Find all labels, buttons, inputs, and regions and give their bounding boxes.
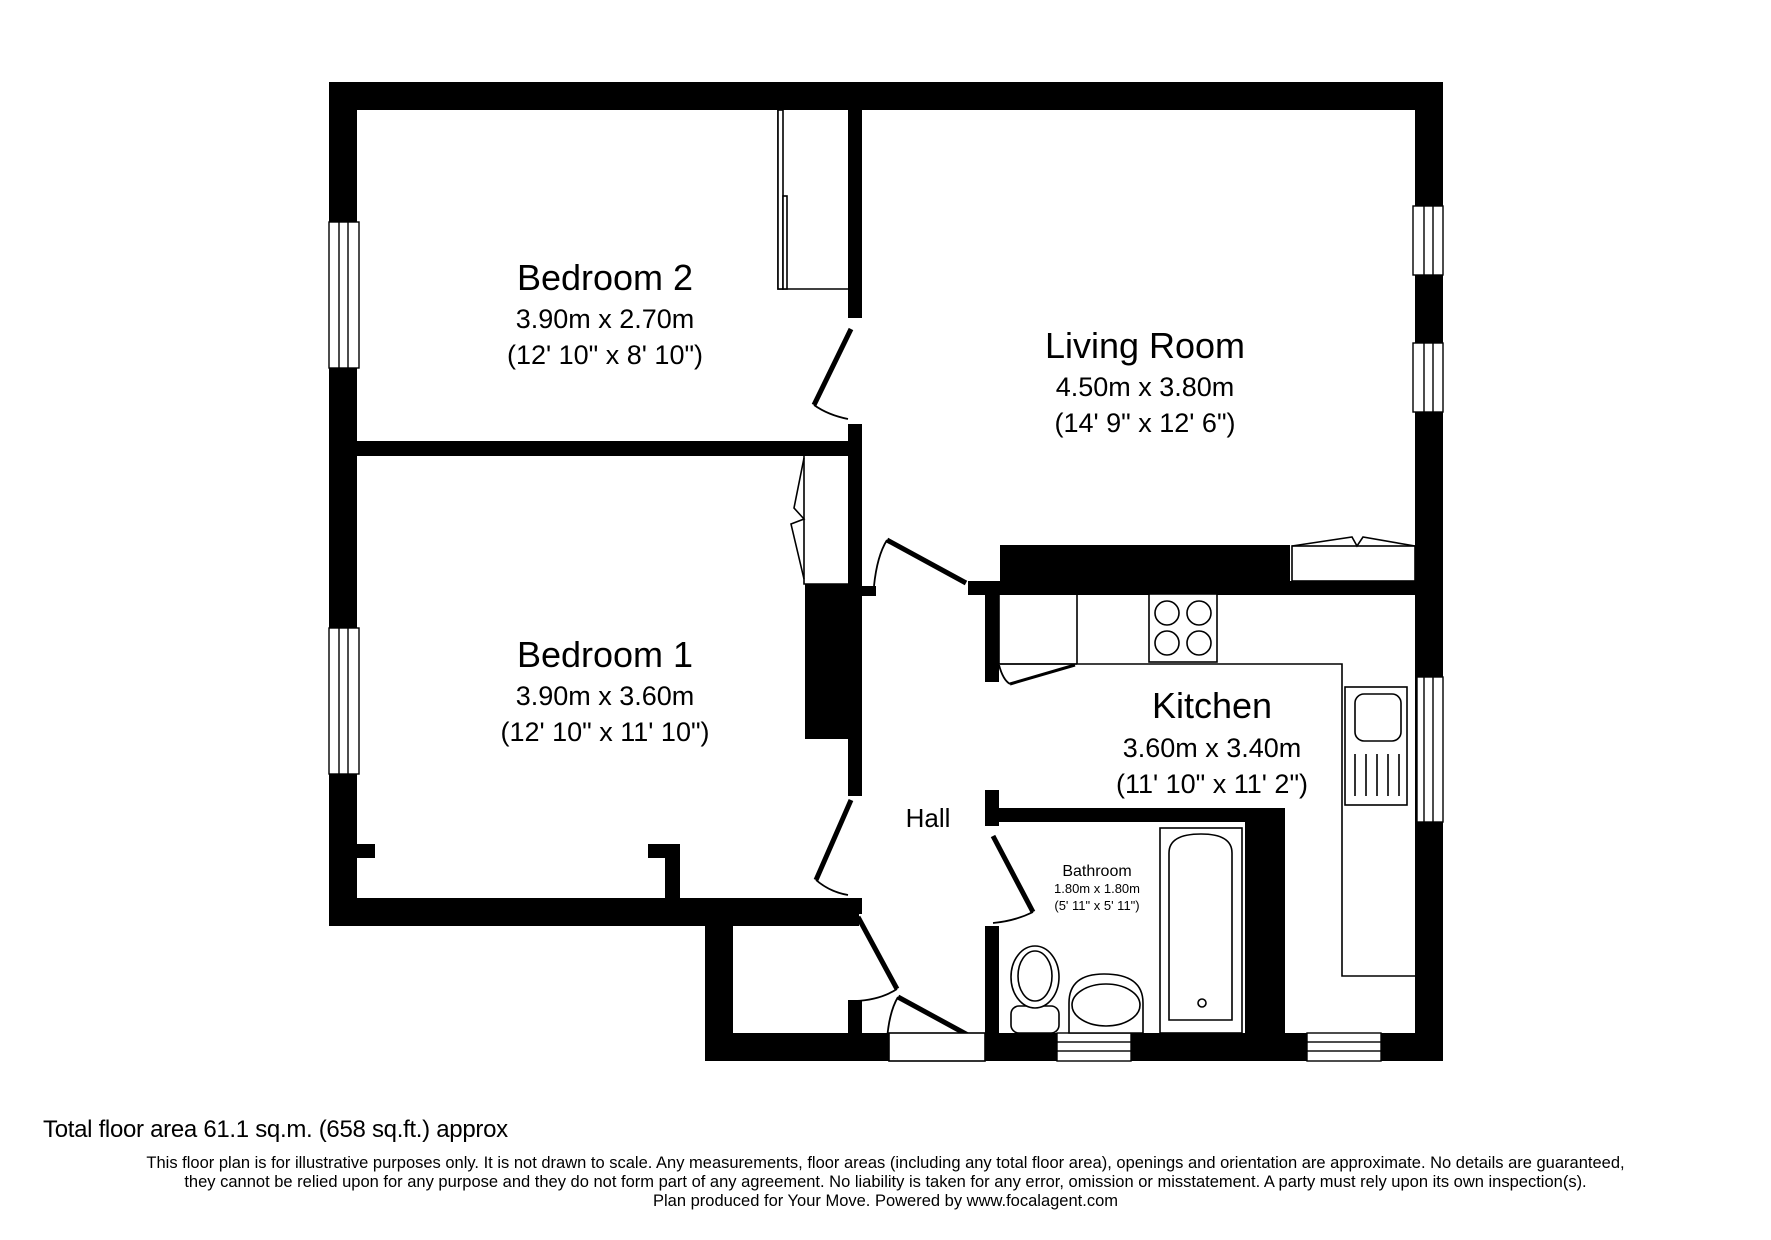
disclaimer-line: they cannot be relied upon for any purpo… — [184, 1173, 1587, 1191]
window-kitchen-bottom — [1306, 1032, 1382, 1062]
door-kitchen-unit — [998, 663, 1076, 686]
svg-text:Bathroom: Bathroom — [1062, 863, 1131, 880]
svg-text:(12' 10" x 8' 10"): (12' 10" x 8' 10") — [507, 340, 703, 370]
door-bathroom — [990, 834, 1036, 924]
door-cupboard — [854, 915, 900, 1002]
svg-text:(12' 10" x 11' 10"): (12' 10" x 11' 10") — [500, 717, 709, 747]
room-label-hall: Hall — [906, 803, 951, 833]
svg-text:Kitchen: Kitchen — [1152, 685, 1272, 726]
bath-icon — [1159, 827, 1243, 1034]
disclaimer-line: This floor plan is for illustrative purp… — [146, 1154, 1625, 1172]
sink-icon — [1344, 686, 1408, 806]
svg-text:Bedroom 1: Bedroom 1 — [517, 634, 693, 675]
window-kitchen — [1416, 676, 1444, 823]
disclaimer: This floor plan is for illustrative purp… — [0, 1154, 1771, 1211]
svg-text:Hall: Hall — [906, 803, 951, 833]
window-living-2 — [1412, 342, 1444, 413]
wardrobe-bedroom1 — [790, 456, 848, 585]
door-bedroom1 — [813, 798, 854, 896]
room-label-bathroom: Bathroom 1.80m x 1.80m (5' 11" x 5' 11") — [1054, 863, 1140, 913]
window-bathroom — [1056, 1032, 1132, 1062]
svg-text:(11' 10" x 11' 2"): (11' 10" x 11' 2") — [1116, 769, 1308, 799]
basin-icon — [1068, 973, 1144, 1034]
window-bedroom1 — [328, 627, 360, 775]
window-living-1 — [1412, 205, 1444, 276]
toilet-icon — [1010, 945, 1060, 1034]
svg-text:1.80m x 1.80m: 1.80m x 1.80m — [1054, 881, 1140, 896]
svg-text:Bedroom 2: Bedroom 2 — [517, 257, 693, 298]
svg-text:(5' 11" x 5' 11"): (5' 11" x 5' 11") — [1054, 898, 1139, 913]
svg-text:Living Room: Living Room — [1045, 325, 1245, 366]
room-label-living-room: Living Room 4.50m x 3.80m (14' 9" x 12' … — [1045, 325, 1245, 438]
window-bedroom2 — [328, 221, 360, 369]
svg-text:3.60m x 3.40m: 3.60m x 3.40m — [1123, 733, 1302, 763]
internal-walls — [357, 110, 1415, 1040]
room-label-bedroom2: Bedroom 2 3.90m x 2.70m (12' 10" x 8' 10… — [507, 257, 703, 370]
kitchen-units — [998, 595, 1415, 977]
total-floor-area: Total floor area 61.1 sq.m. (658 sq.ft.)… — [43, 1116, 508, 1143]
living-cupboard — [1291, 536, 1416, 582]
doors — [811, 327, 1076, 1062]
door-front — [886, 994, 986, 1062]
door-bedroom2 — [811, 327, 854, 420]
svg-text:4.50m x 3.80m: 4.50m x 3.80m — [1056, 372, 1235, 402]
svg-text:3.90m x 3.60m: 3.90m x 3.60m — [516, 681, 695, 711]
hob-icon — [1148, 593, 1218, 663]
svg-text:3.90m x 2.70m: 3.90m x 2.70m — [516, 304, 695, 334]
svg-text:(14' 9" x 12' 6"): (14' 9" x 12' 6") — [1054, 408, 1235, 438]
room-label-kitchen: Kitchen 3.60m x 3.40m (11' 10" x 11' 2") — [1116, 685, 1308, 799]
disclaimer-line: Plan produced for Your Move. Powered by … — [652, 1192, 1118, 1210]
door-living-room — [873, 537, 968, 587]
room-label-bedroom1: Bedroom 1 3.90m x 3.60m (12' 10" x 11' 1… — [500, 634, 709, 747]
wardrobe-bedroom2 — [777, 109, 848, 290]
windows — [328, 205, 1444, 1062]
